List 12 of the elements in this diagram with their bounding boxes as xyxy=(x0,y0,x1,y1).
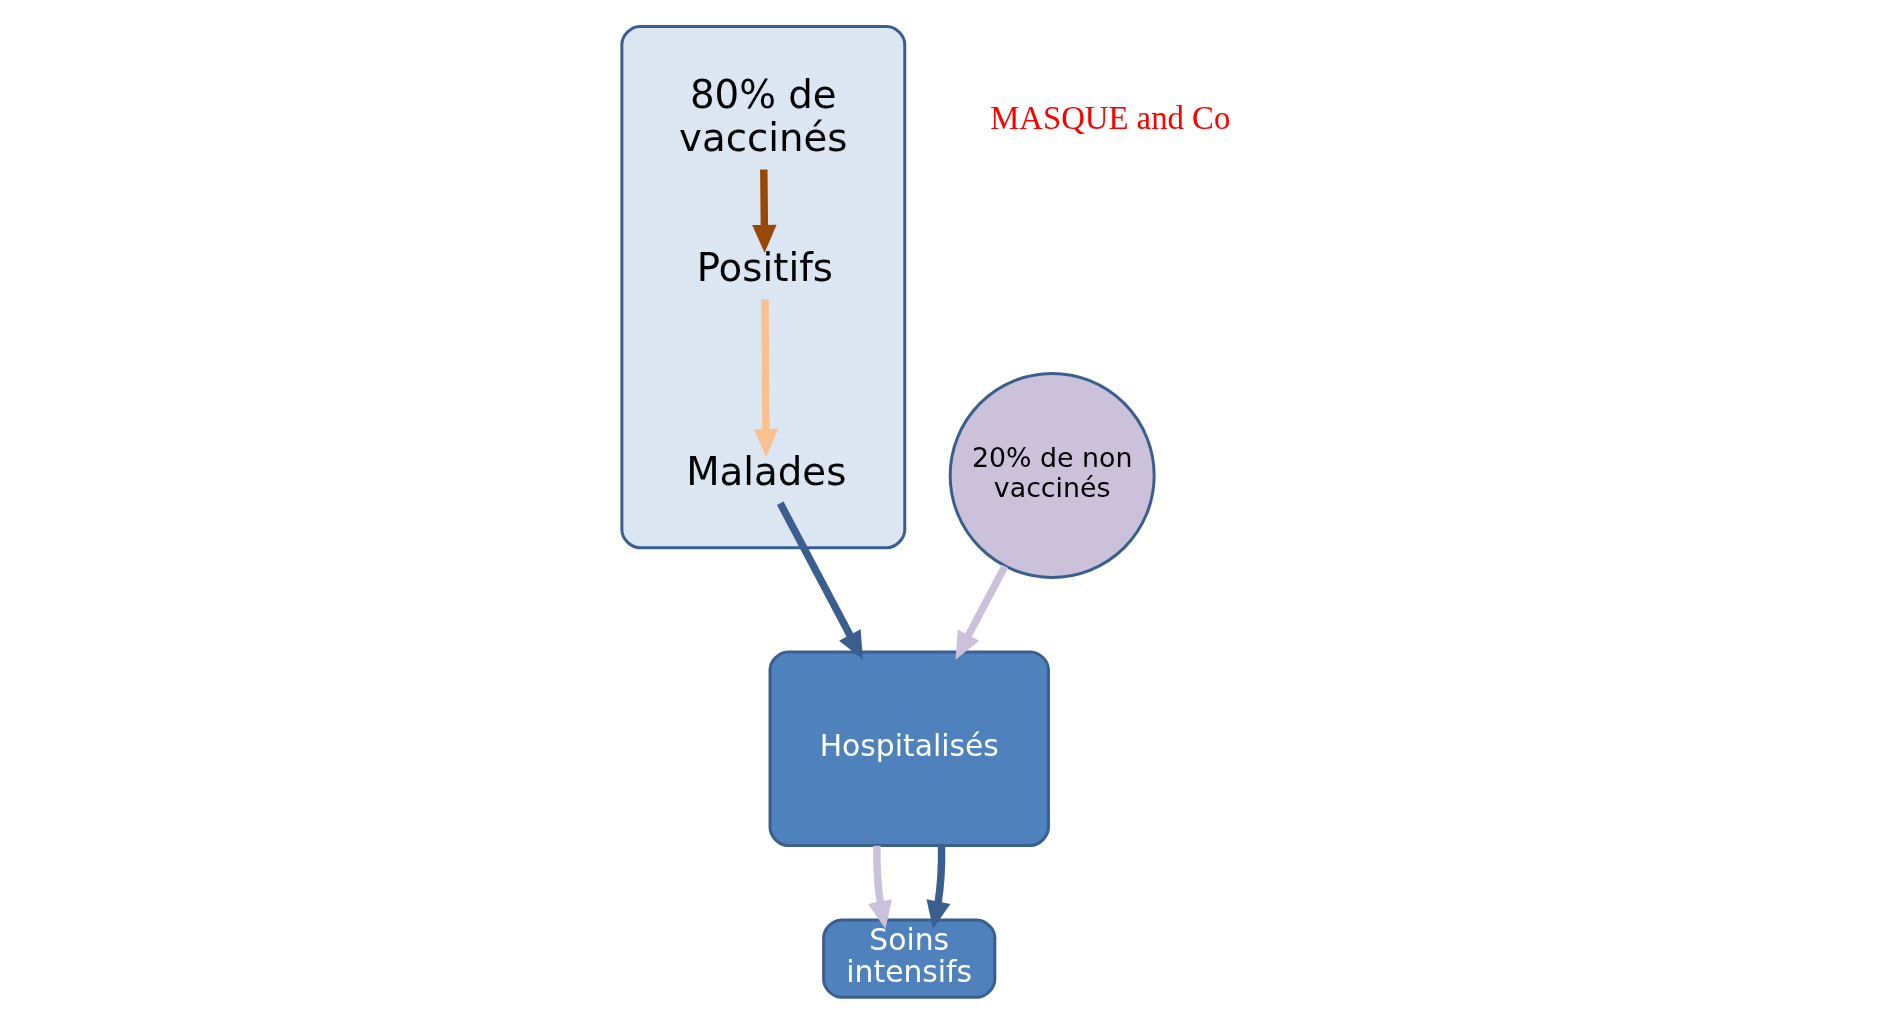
cluster xyxy=(619,25,906,550)
node-box: Hospitalisés xyxy=(768,650,1050,847)
arrow xyxy=(955,564,1008,660)
node-text: Positifs xyxy=(696,244,833,290)
arrow xyxy=(926,845,950,929)
label: MASQUE and Co xyxy=(989,99,1230,136)
node-text: Malades xyxy=(685,448,846,494)
node-circle: 20% de non vaccinés xyxy=(948,372,1156,579)
arrow xyxy=(776,501,863,660)
node-box: Soins intensifs xyxy=(821,918,996,999)
arrow xyxy=(867,845,892,929)
node-text: 80% de vaccinés xyxy=(678,72,848,161)
